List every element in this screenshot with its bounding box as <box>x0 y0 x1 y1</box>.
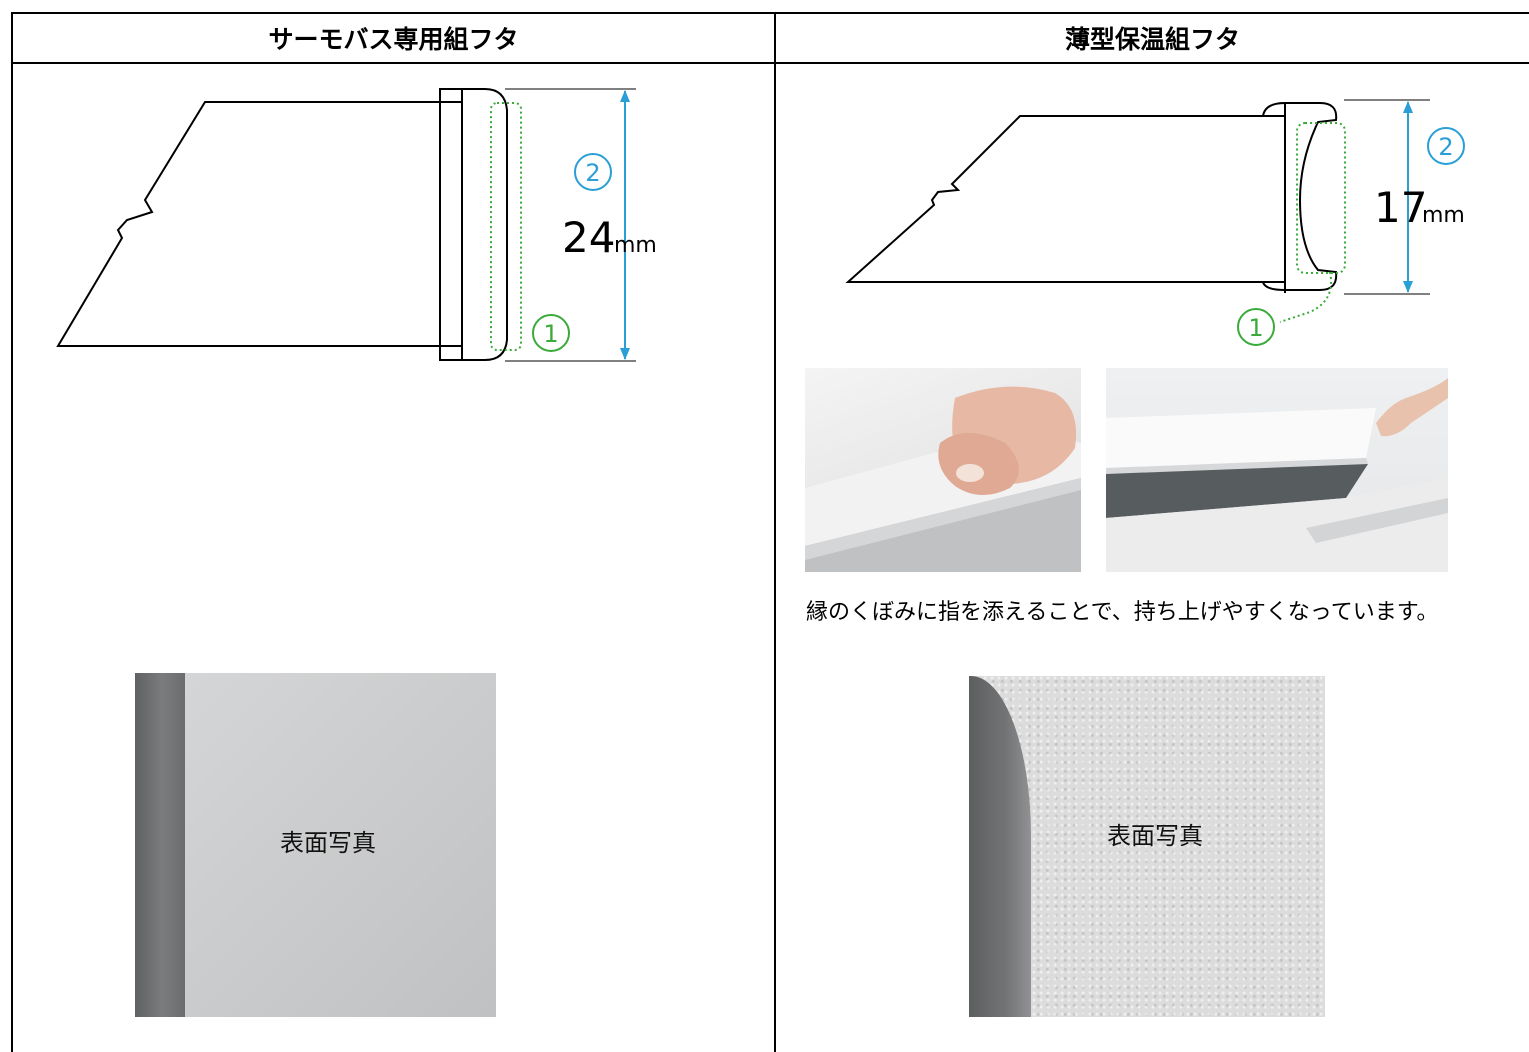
left-marker-1: 1 <box>543 320 558 348</box>
right-marker-2: 2 <box>1438 133 1453 161</box>
right-surface-label: 表面写真 <box>1107 822 1203 850</box>
left-lid-outline <box>56 101 462 347</box>
right-grip-strip <box>969 676 1031 1017</box>
left-grip-strip <box>135 673 185 1017</box>
left-surface-label: 表面写真 <box>280 829 376 857</box>
right-edge-grip <box>1262 102 1338 293</box>
lifting-closeup-photo <box>805 368 1081 572</box>
header-divider <box>11 62 1529 64</box>
left-edge-grip <box>439 88 508 361</box>
right-grip-highlight <box>1296 122 1346 274</box>
left-surface-photo: 表面写真 <box>135 673 496 1017</box>
right-marker-1: 1 <box>1248 314 1263 342</box>
lifting-lid-photo <box>1106 368 1448 572</box>
header-thermobath-lid: サーモバス専用組フタ <box>268 25 519 54</box>
left-cross-section-diagram: 2 24 mm 1 <box>56 88 657 362</box>
right-surface-photo: 表面写真 <box>969 676 1325 1017</box>
left-dimension-value: 24 <box>562 213 615 262</box>
left-dimension-unit: mm <box>614 233 657 258</box>
right-dimension-value: 17 <box>1374 183 1427 232</box>
header-thin-insulated-lid: 薄型保温組フタ <box>1064 25 1240 54</box>
lifting-caption: 縁のくぼみに指を添えることで、持ち上げやすくなっています。 <box>806 600 1439 625</box>
right-cross-section-diagram: 2 17 mm 1 <box>845 99 1465 346</box>
right-dimension-unit: mm <box>1422 203 1465 228</box>
comparison-table <box>11 12 1529 1052</box>
left-marker-2: 2 <box>585 159 600 187</box>
column-divider <box>774 12 776 1052</box>
left-grip-highlight <box>490 102 522 351</box>
right-lid-outline <box>845 115 1285 283</box>
